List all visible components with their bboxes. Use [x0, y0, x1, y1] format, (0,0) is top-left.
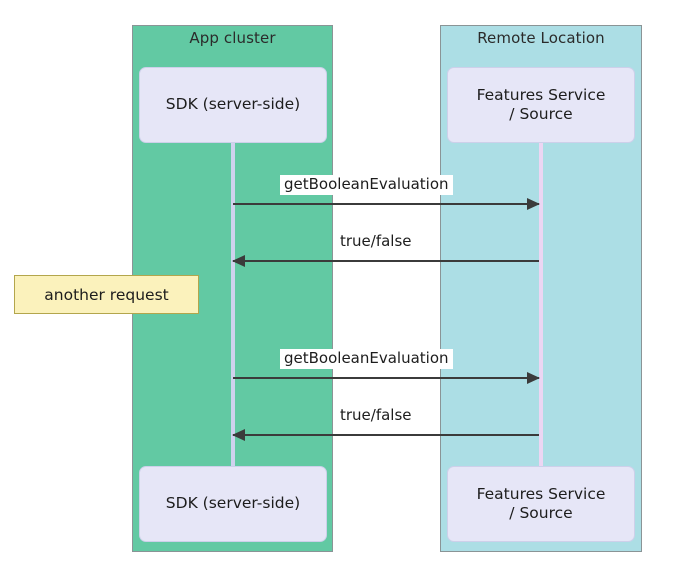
- message-arrow-get-boolean-evaluation-1: [233, 198, 540, 210]
- participant-features-service-top-label-line2: / Source: [509, 105, 573, 123]
- message-label-true-false-1: true/false: [336, 232, 416, 253]
- lifeline-sdk: [231, 143, 235, 475]
- message-arrow-true-false-1: [232, 255, 539, 267]
- message-arrow-get-boolean-evaluation-2: [233, 372, 540, 384]
- participant-sdk-bottom-label: SDK (server-side): [165, 494, 301, 513]
- message-label-get-boolean-evaluation-2: getBooleanEvaluation: [280, 349, 453, 370]
- participant-features-service-bottom-label-line2: / Source: [509, 504, 573, 522]
- arrowhead-left-icon: [232, 429, 245, 441]
- message-arrow-true-false-2: [232, 429, 539, 441]
- participant-sdk-top-label: SDK (server-side): [165, 95, 301, 114]
- group-remote-location-title: Remote Location: [477, 29, 605, 47]
- participant-sdk-bottom[interactable]: SDK (server-side): [139, 466, 327, 542]
- participant-features-service-bottom-label-line1: Features Service: [476, 484, 606, 503]
- participant-features-service-top[interactable]: Features Service / Source: [447, 67, 635, 143]
- arrowhead-left-icon: [232, 255, 245, 267]
- note-another-request-text: another request: [44, 285, 169, 304]
- note-another-request: another request: [14, 275, 199, 314]
- arrowhead-right-icon: [527, 372, 540, 384]
- arrowhead-right-icon: [527, 198, 540, 210]
- message-label-get-boolean-evaluation-1: getBooleanEvaluation: [280, 175, 453, 196]
- message-label-true-false-2: true/false: [336, 406, 416, 427]
- lifeline-features-service: [539, 143, 543, 475]
- participant-features-service-top-label-line1: Features Service: [476, 85, 606, 104]
- group-app-cluster-title: App cluster: [189, 29, 276, 47]
- participant-features-service-top-label: Features Service / Source: [477, 86, 606, 125]
- participant-features-service-bottom[interactable]: Features Service / Source: [447, 466, 635, 542]
- participant-features-service-bottom-label: Features Service / Source: [477, 485, 606, 524]
- participant-sdk-top[interactable]: SDK (server-side): [139, 67, 327, 143]
